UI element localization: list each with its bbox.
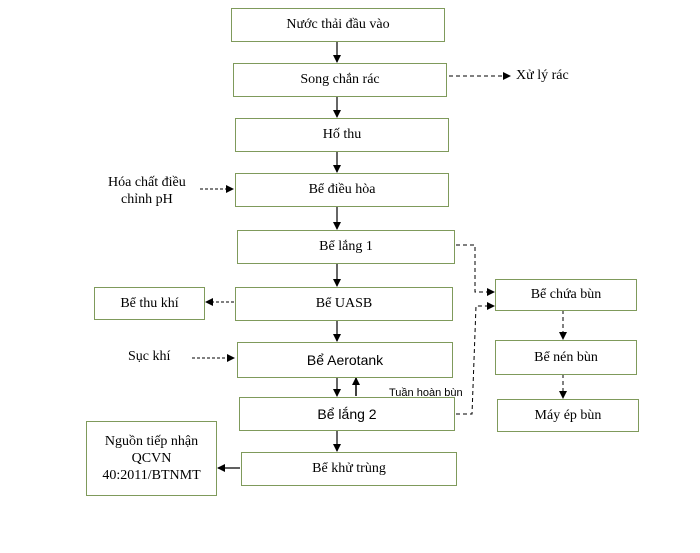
sludge-press-box: Máy ép bùn xyxy=(497,399,639,432)
secondary-settling-box: Bể lắng 2 xyxy=(239,397,455,431)
sludge-line-1 xyxy=(456,244,495,296)
receiver-box: Nguồn tiếp nhận QCVN 40:2011/BTNMT xyxy=(86,421,217,496)
recirculation-label: Tuần hoàn bùn xyxy=(389,387,463,399)
screen-box: Song chắn rác xyxy=(233,63,447,97)
sludge-thickener-box: Bể nén bùn xyxy=(495,340,637,375)
sludge-line-2 xyxy=(456,302,495,415)
receiver-line-3: 40:2011/BTNMT xyxy=(102,468,201,483)
trash-treatment-label: Xử lý rác xyxy=(516,68,569,83)
influent-box: Nước thải đầu vào xyxy=(231,8,445,42)
aerotank-box: Bể Aerotank xyxy=(237,342,453,378)
gas-collector-box: Bể thu khí xyxy=(94,287,205,320)
chemicals-line-2: chỉnh pH xyxy=(121,192,173,207)
chemicals-label: Hóa chất điều chỉnh pH xyxy=(108,174,186,208)
receiver-line-1: Nguồn tiếp nhận xyxy=(104,434,199,449)
sludge-storage-box: Bể chứa bùn xyxy=(495,279,637,311)
disinfection-box: Bể khử trùng xyxy=(241,452,457,486)
pit-box: Hố thu xyxy=(235,118,449,152)
primary-settling-box: Bể lắng 1 xyxy=(237,230,455,264)
chemicals-line-1: Hóa chất điều xyxy=(108,175,186,190)
equalization-box: Bể điều hòa xyxy=(235,173,449,207)
aeration-label: Sục khí xyxy=(128,349,171,364)
receiver-line-2: QCVN xyxy=(131,451,172,466)
uasb-box: Bể UASB xyxy=(235,287,453,321)
